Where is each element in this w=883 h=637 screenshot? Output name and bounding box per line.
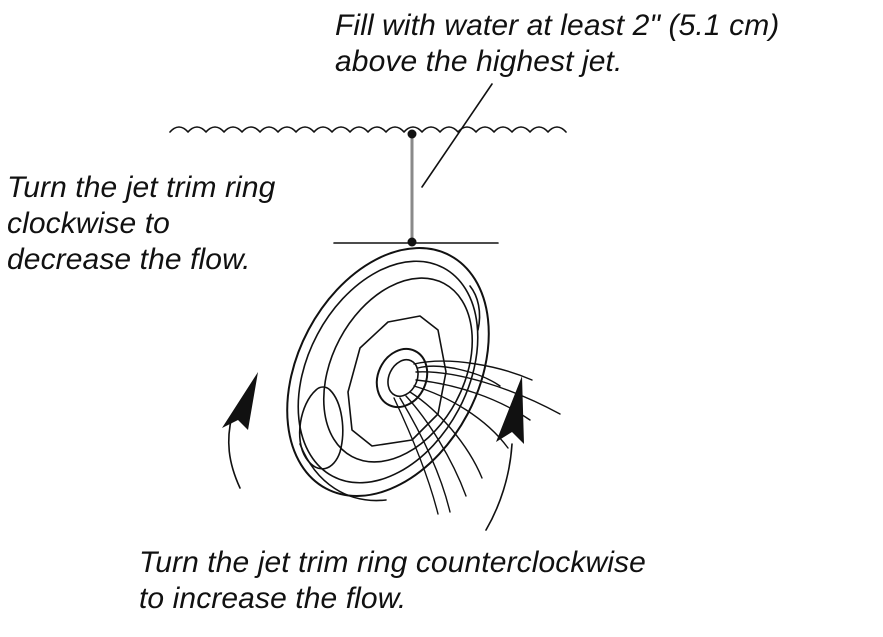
decrease-instruction-line-1: Turn the jet trim ring [7, 171, 276, 204]
decrease-instruction-line-3: decrease the flow. [7, 243, 251, 276]
trim-ring-grip-tab [298, 386, 344, 470]
counterclockwise-arrowhead [496, 376, 524, 444]
fill-instruction-line-1: Fill with water at least 2" (5.1 cm) [335, 9, 780, 42]
increase-instruction-line-2: to increase the flow. [139, 582, 407, 615]
fill-water-instruction: Fill with water at least 2" (5.1 cm) abo… [335, 8, 779, 80]
decrease-instruction-line-2: clockwise to [7, 207, 170, 240]
trim-ring-edge-notch [469, 285, 481, 331]
clockwise-rotation-arrow [222, 372, 258, 489]
fill-instruction-line-2: above the highest jet. [335, 45, 623, 78]
nozzle-inner [387, 358, 419, 398]
water-surface-point [407, 129, 417, 139]
fill-label-leader-line [421, 83, 493, 188]
clockwise-arrow-curve [227, 415, 241, 489]
decrease-flow-instruction: Turn the jet trim ring clockwise to decr… [7, 170, 275, 278]
jet-top-point [407, 237, 417, 247]
water-surface-wave [169, 126, 567, 133]
jet-trim-ring [286, 247, 490, 502]
jet-face-octagon [347, 315, 447, 447]
water-spray-lines [393, 360, 561, 515]
trim-ring-middle-edge [297, 260, 479, 484]
trim-ring-lower-rim [299, 443, 387, 502]
trim-ring-outer-edge [286, 247, 490, 497]
counterclockwise-arrow-curve [485, 443, 513, 531]
counterclockwise-rotation-arrow [485, 376, 524, 531]
trim-ring-inner-edge [322, 277, 474, 463]
nozzle-outer [375, 347, 429, 409]
clockwise-arrowhead [222, 372, 258, 430]
increase-instruction-line-1: Turn the jet trim ring counterclockwise [139, 546, 646, 579]
increase-flow-instruction: Turn the jet trim ring counterclockwise … [139, 545, 646, 617]
